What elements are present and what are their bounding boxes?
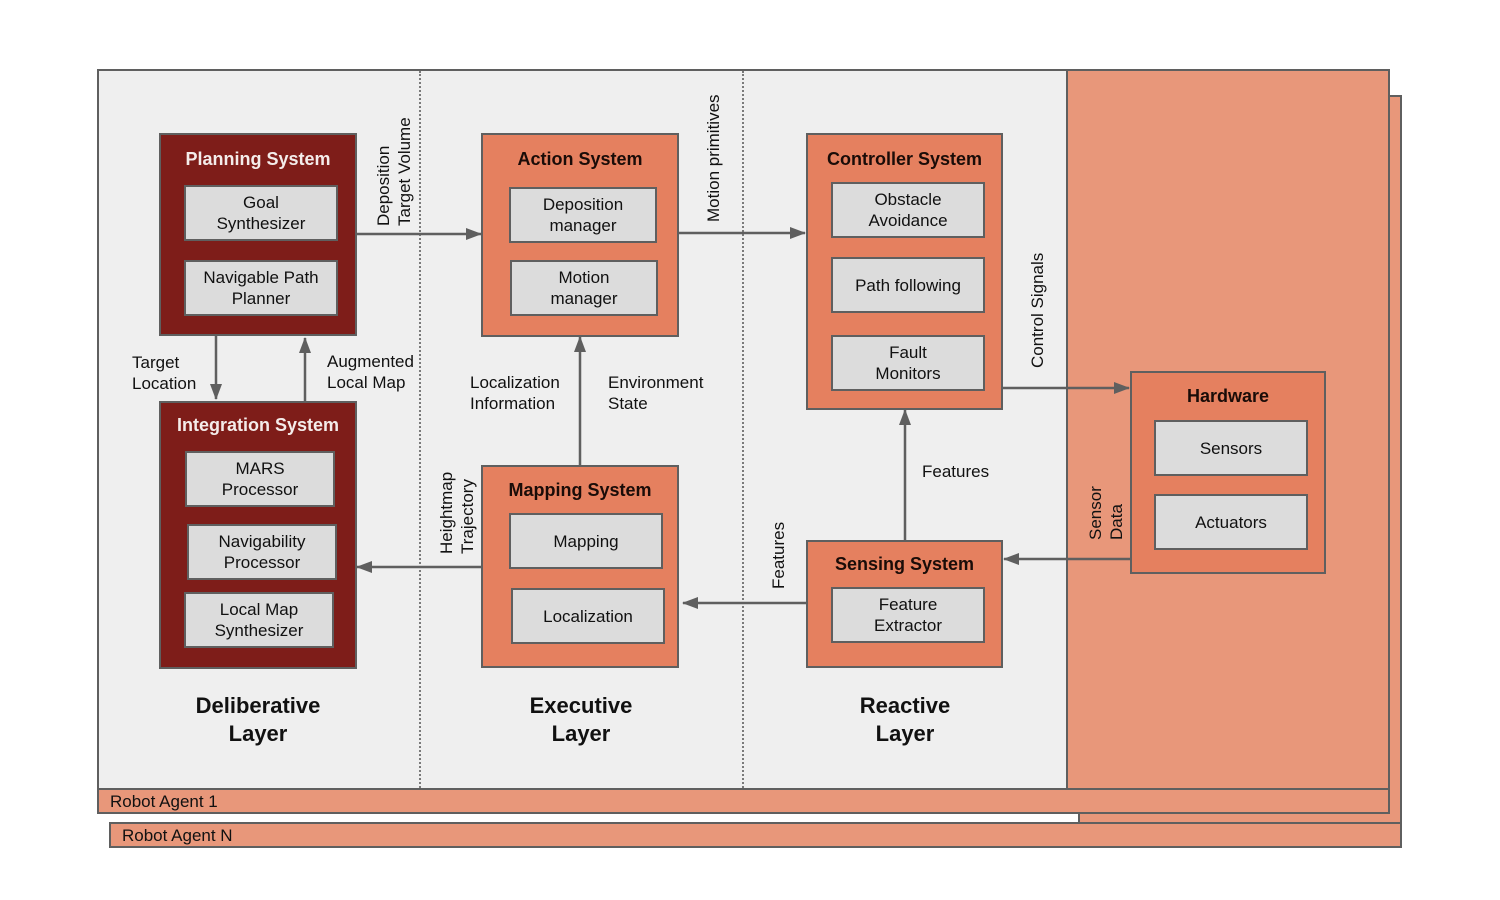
robot-agent-1-bar: Robot Agent 1	[97, 788, 1390, 814]
mapping-system-title: Mapping System	[508, 480, 652, 500]
label-heightmap-trajectory: Heightmap Trajectory	[437, 471, 477, 554]
mapping-component: Mapping	[509, 513, 663, 569]
localization-component: Localization	[511, 588, 665, 644]
feature-extractor: Feature Extractor	[831, 587, 985, 643]
controller-system-title: Controller System	[826, 149, 983, 169]
mapping-system: Mapping System Mapping Localization	[481, 465, 679, 668]
deposition-manager: Deposition manager	[509, 187, 657, 243]
layer-divider-deliberative-executive	[419, 71, 421, 788]
hardware-title: Hardware	[1186, 386, 1270, 406]
motion-manager: Motion manager	[510, 260, 658, 316]
label-control-signals: Control Signals	[1028, 252, 1047, 368]
obstacle-avoidance: Obstacle Avoidance	[831, 182, 985, 238]
goal-synthesizer: Goal Synthesizer	[184, 185, 338, 241]
integration-system-title: Integration System	[176, 415, 340, 435]
planning-system: Planning System Goal Synthesizer Navigab…	[159, 133, 357, 336]
label-environment-state: Environment State	[608, 373, 704, 413]
label-features-to-mapping: Features	[769, 521, 788, 589]
layer-title-reactive: Reactive Layer	[859, 693, 951, 746]
sensing-system-title: Sensing System	[834, 554, 975, 574]
robot-agent-1-label: Robot Agent 1	[110, 792, 218, 811]
hardware-system: Hardware Sensors Actuators	[1130, 371, 1326, 574]
robot-agent-n-label: Robot Agent N	[122, 826, 233, 845]
sensing-system: Sensing System Feature Extractor	[806, 540, 1003, 668]
label-deposition-target-volume: Deposition Target Volume	[374, 117, 414, 226]
sensors: Sensors	[1154, 420, 1308, 476]
navigable-path-planner: Navigable Path Planner	[184, 260, 338, 316]
actuators: Actuators	[1154, 494, 1308, 550]
navigability-processor: Navigability Processor	[187, 524, 337, 580]
mars-processor: MARS Processor	[185, 451, 335, 507]
label-augmented-local-map: Augmented Local Map	[327, 352, 414, 392]
label-sensor-data: Sensor Data	[1086, 486, 1126, 540]
layer-title-executive: Executive Layer	[529, 693, 633, 746]
local-map-synthesizer: Local Map Synthesizer	[184, 592, 334, 648]
layer-title-deliberative: Deliberative Layer	[195, 693, 321, 746]
path-following: Path following	[831, 257, 985, 313]
action-system-title: Action System	[517, 149, 643, 169]
controller-system: Controller System Obstacle Avoidance Pat…	[806, 133, 1003, 410]
label-motion-primitives: Motion primitives	[704, 94, 723, 222]
robot-agent-n-bar: Robot Agent N	[109, 822, 1402, 848]
fault-monitors: Fault Monitors	[831, 335, 985, 391]
label-localization-information: Localization Information	[470, 373, 560, 413]
label-target-location: Target Location	[132, 353, 197, 393]
integration-system: Integration System MARS Processor Naviga…	[159, 401, 357, 669]
layer-divider-executive-reactive	[742, 71, 744, 788]
label-features-to-controller: Features	[922, 462, 990, 481]
planning-system-title: Planning System	[185, 149, 331, 169]
action-system: Action System Deposition manager Motion …	[481, 133, 679, 337]
